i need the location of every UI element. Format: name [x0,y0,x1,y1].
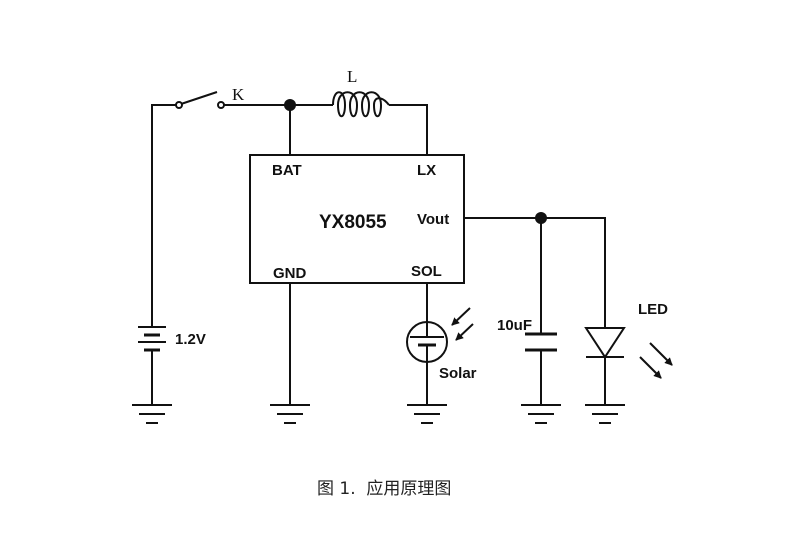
battery-label: 1.2V [175,331,206,348]
chip-body [249,154,465,284]
wires [151,104,606,405]
ground-symbol-gnd [270,404,310,424]
capacitor-label: 10uF [497,317,532,334]
junction-dot-vout [535,212,547,224]
ground-symbol-capacitor [521,404,561,424]
pin-lx-label: LX [417,162,436,179]
led-label: LED [638,301,668,318]
solar-light-arrows-icon [451,307,474,341]
pin-sol-label: SOL [411,263,442,280]
capacitor-symbol [525,332,557,352]
figure-caption: 图 1. 应用原理图 [317,479,451,499]
chip-name: YX8055 [319,212,387,233]
vout-wire [464,217,606,327]
solar-cell-symbol [406,321,448,363]
pin-vout-label: Vout [417,211,449,228]
ground-symbol-solar [407,404,447,424]
switch-label: K [232,85,245,104]
inductor-coil [332,91,390,118]
inductor-label: L [347,67,357,86]
pin-gnd-label: GND [273,265,307,282]
lx-pin-wire [389,104,428,155]
ground-symbol-led [585,404,625,424]
pin-bat-label: BAT [272,162,302,179]
led-light-arrows-icon [639,342,673,379]
junction-dot-bat [284,99,296,111]
led-symbol [584,327,626,359]
switch-k[interactable] [175,91,225,109]
ground-symbol-battery [132,404,172,424]
battery-symbol [138,326,166,352]
solar-label: Solar [439,365,477,382]
battery-top-wire [151,104,176,327]
